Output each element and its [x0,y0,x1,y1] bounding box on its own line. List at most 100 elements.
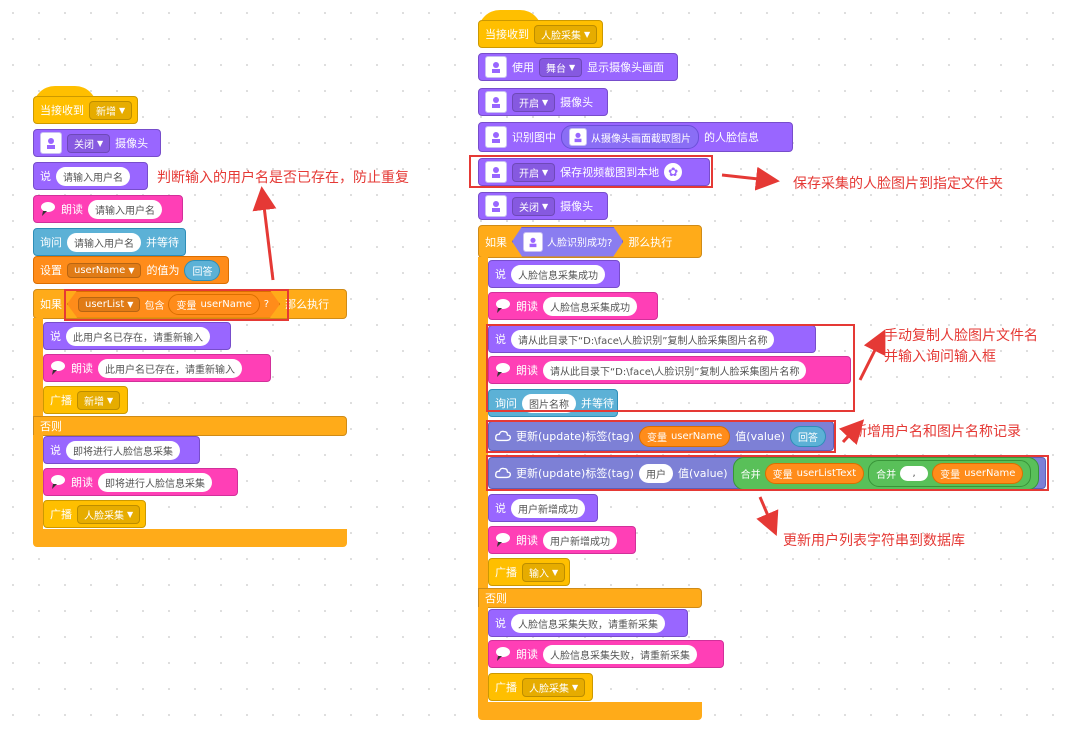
separator-input[interactable]: , [900,465,929,481]
speak-block[interactable]: 朗读 人脸信息采集失败，请重新采集 [488,640,724,668]
camera-off-block[interactable]: 关闭▼ 摄像头 [33,129,161,157]
say-block[interactable]: 说 用户新增成功 [488,494,598,522]
speak-text-input[interactable]: 请输入用户名 [88,199,162,219]
message-dropdown[interactable]: 人脸采集▼ [77,504,141,524]
camera-person-icon [485,126,507,148]
save-screenshot-block[interactable]: 开启▼ 保存视频截图到本地 ✿ [478,158,710,186]
if-else-block-right[interactable]: 如果 人脸识别成功? 那么执行 [478,225,702,258]
speak-block[interactable]: 朗读 人脸信息采集成功 [488,292,658,320]
chevron-down-icon: ▼ [97,138,104,148]
cloud-database-icon [495,465,511,481]
speak-block[interactable]: 朗读 请输入用户名 [33,195,183,223]
block-label: 朗读 [61,203,83,216]
camera-mode-dropdown[interactable]: 关闭▼ [512,196,556,216]
ask-text-input[interactable]: 图片名称 [522,393,576,413]
speak-block[interactable]: 朗读 即将进行人脸信息采集 [43,468,238,496]
camera-off-block[interactable]: 关闭▼ 摄像头 [478,192,608,220]
block-label: 的值为 [146,264,180,277]
say-text-input[interactable]: 人脸信息采集成功 [511,264,605,284]
broadcast-block[interactable]: 广播 人脸采集▼ [43,500,146,528]
contains-label: 包含 [144,300,165,312]
capture-image-reporter[interactable]: 从摄像头画面截取图片 [561,125,699,149]
speak-text-input[interactable]: 人脸信息采集失败，请重新采集 [543,644,697,664]
say-text-input[interactable]: 人脸信息采集失败，请重新采集 [511,613,665,633]
use-stage-camera-block[interactable]: 使用 舞台▼ 显示摄像头画面 [478,53,678,81]
camera-person-icon [485,161,507,183]
highlight-box-copy [486,324,855,412]
variable-dropdown[interactable]: userName▼ [67,262,142,278]
gear-icon[interactable]: ✿ [664,163,683,181]
broadcast-block[interactable]: 广播 输入▼ [488,558,570,586]
block-label: 广播 [495,681,517,694]
speak-block[interactable]: 朗读 此用户名已存在，请重新输入 [43,354,271,382]
say-text-input[interactable]: 即将进行人脸信息采集 [66,440,180,460]
recognize-face-block[interactable]: 识别图中 从摄像头画面截取图片 的人脸信息 [478,122,793,152]
speak-text-input[interactable]: 请从此目录下“D:\face\人脸识别”复制人脸采集图片名称 [543,360,807,380]
say-text-input[interactable]: 请输入用户名 [56,166,130,186]
value-label: 值(value) [677,467,728,480]
stage-dropdown[interactable]: 舞台▼ [539,57,583,77]
block-label: 询问 [495,397,517,410]
ask-block[interactable]: 询问 请输入用户名 并等待 [33,228,186,256]
if-arm [33,318,43,418]
set-variable-block[interactable]: 设置 userName▼ 的值为 回答 [33,256,229,284]
message-dropdown[interactable]: 新增▼ [89,100,133,120]
broadcast-block[interactable]: 广播 新增▼ [43,386,128,414]
broadcast-block[interactable]: 广播 人脸采集▼ [488,673,593,701]
say-block[interactable]: 说 人脸信息采集失败，请重新采集 [488,609,688,637]
block-label: 摄像头 [560,96,594,109]
face-recognized-condition[interactable]: 人脸识别成功? [512,227,623,257]
say-text-input[interactable]: 此用户名已存在，请重新输入 [66,326,210,346]
camera-on-block[interactable]: 开启▼ 摄像头 [478,88,608,116]
answer-reporter[interactable]: 回答 [184,259,221,281]
speak-text-input[interactable]: 此用户名已存在，请重新输入 [98,358,242,378]
ask-block[interactable]: 询问 图片名称 并等待 [488,389,618,417]
message-dropdown[interactable]: 新增▼ [77,390,121,410]
say-block[interactable]: 说 人脸信息采集成功 [488,260,620,288]
speak-block[interactable]: 朗读 请从此目录下“D:\face\人脸识别”复制人脸采集图片名称 [488,356,851,384]
speak-block[interactable]: 朗读 用户新增成功 [488,526,636,554]
note-copy-filename-1: 手动复制人脸图片文件名 [884,328,1038,344]
tag-input[interactable]: 用户 [638,463,673,483]
chevron-down-icon: ▼ [128,265,135,275]
if-else-bottom [478,702,702,720]
note-check-username: 判断输入的用户名是否已存在，防止重复 [157,170,409,186]
say-block[interactable]: 说 即将进行人脸信息采集 [43,436,200,464]
camera-mode-dropdown[interactable]: 开启▼ [512,92,556,112]
speak-text-input[interactable]: 即将进行人脸信息采集 [98,472,212,492]
message-dropdown[interactable]: 人脸采集▼ [522,677,586,697]
highlight-box-update2 [486,455,1049,491]
message-dropdown[interactable]: 人脸采集▼ [534,24,598,44]
say-block[interactable]: 说 此用户名已存在，请重新输入 [43,322,231,350]
say-text-input[interactable]: 用户新增成功 [511,498,585,518]
chevron-down-icon: ▼ [542,201,549,211]
when-receive-block-left[interactable]: 当接收到 新增▼ [33,96,138,124]
message-dropdown[interactable]: 输入▼ [522,562,566,582]
note-copy-filename-2: 并输入询问输入框 [884,349,996,365]
say-text-input[interactable]: 请从此目录下“D:\face\人脸识别”复制人脸采集图片名称 [511,329,775,349]
answer-reporter[interactable]: 回答 [789,425,826,447]
else-arm [33,435,43,535]
speak-text-input[interactable]: 用户新增成功 [543,530,617,550]
speak-text-input[interactable]: 人脸信息采集成功 [543,296,637,316]
block-label: 识别图中 [512,131,556,144]
list-dropdown[interactable]: userList▼ [78,297,140,312]
block-suffix: 的人脸信息 [704,131,759,144]
chevron-down-icon: ▼ [584,29,591,39]
ask-text-input[interactable]: 请输入用户名 [67,232,141,252]
speech-bubble-icon [495,298,511,314]
speech-bubble-icon [495,362,511,378]
camera-mode-dropdown[interactable]: 关闭▼ [67,133,111,153]
when-receive-block-right[interactable]: 当接收到 人脸采集▼ [478,20,603,48]
save-mode-dropdown[interactable]: 开启▼ [512,162,556,182]
say-block[interactable]: 说 请输入用户名 [33,162,148,190]
